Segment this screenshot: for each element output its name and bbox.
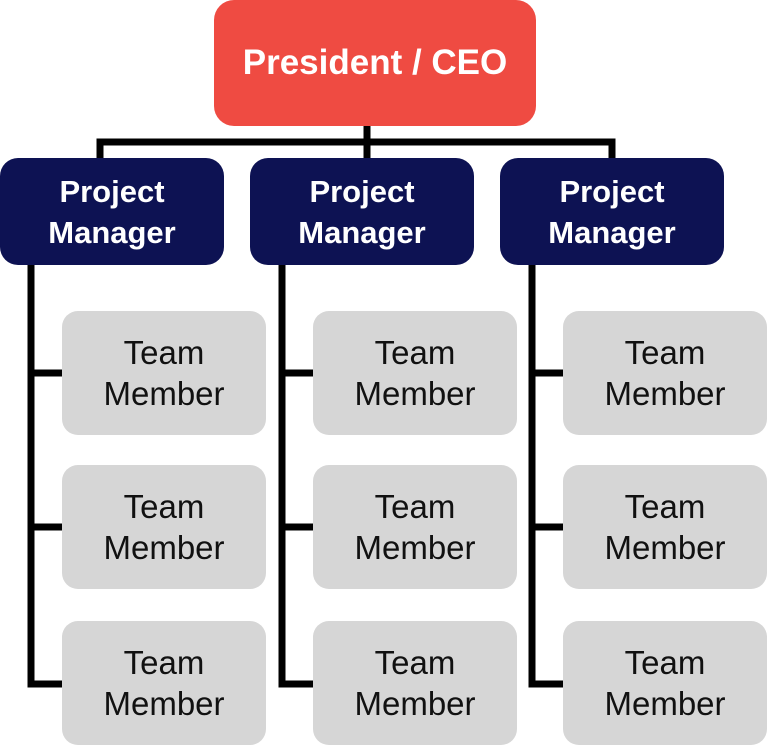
team-member-box: Team Member [563, 621, 767, 745]
team-member-label-line1: Team [374, 644, 456, 681]
team-member-box: Team Member [313, 621, 517, 745]
project-manager-2-label-line2: Manager [298, 214, 426, 250]
project-manager-1-box: Project Manager [0, 158, 224, 265]
project-manager-3-label-line2: Manager [548, 214, 676, 250]
project-manager-3-label-line1: Project [559, 173, 665, 209]
team-member-box: Team Member [563, 311, 767, 435]
team-member-label-line2: Member [103, 375, 225, 412]
team-member-box: Team Member [563, 465, 767, 589]
team-member-label-line1: Team [123, 488, 205, 525]
team-member-label-line2: Member [103, 685, 225, 722]
team-member-box: Team Member [62, 465, 266, 589]
team-member-label-line2: Member [354, 529, 476, 566]
president-ceo-box: President / CEO [214, 0, 536, 126]
team-member-label-line2: Member [354, 685, 476, 722]
project-manager-3-box: Project Manager [500, 158, 724, 265]
project-manager-1-label-line1: Project [59, 173, 165, 209]
team-member-label-line1: Team [123, 644, 205, 681]
team-member-box: Team Member [62, 311, 266, 435]
team-member-box: Team Member [313, 311, 517, 435]
team-member-label-line1: Team [624, 644, 706, 681]
project-manager-2-box: Project Manager [250, 158, 474, 265]
team-member-label-line2: Member [604, 685, 726, 722]
team-member-label-line2: Member [604, 375, 726, 412]
team-member-label-line2: Member [103, 529, 225, 566]
team-member-box: Team Member [313, 465, 517, 589]
team-member-label-line1: Team [374, 488, 456, 525]
project-manager-2-label-line1: Project [309, 173, 415, 209]
team-member-label-line1: Team [624, 334, 706, 371]
project-manager-1-label-line2: Manager [48, 214, 176, 250]
team-member-label-line2: Member [354, 375, 476, 412]
team-member-label-line1: Team [374, 334, 456, 371]
president-ceo-label: President / CEO [242, 43, 508, 82]
team-member-label-line1: Team [123, 334, 205, 371]
team-member-box: Team Member [62, 621, 266, 745]
team-member-label-line2: Member [604, 529, 726, 566]
team-member-label-line1: Team [624, 488, 706, 525]
